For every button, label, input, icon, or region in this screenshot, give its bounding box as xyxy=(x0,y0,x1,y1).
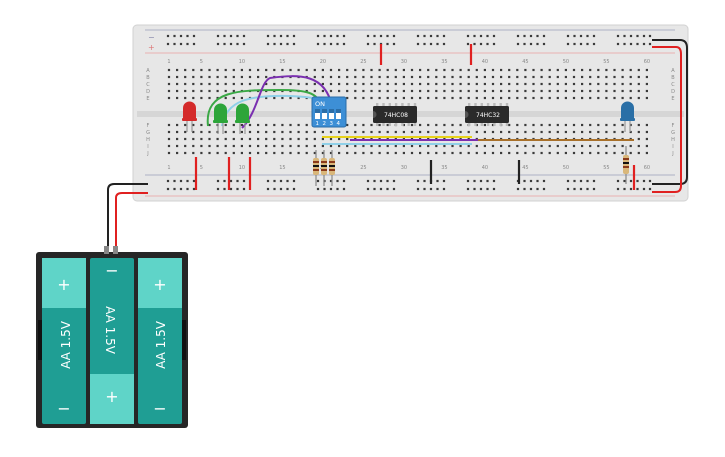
column-number: 30 xyxy=(401,59,407,65)
column-number: 15 xyxy=(279,59,285,65)
column-number: 50 xyxy=(563,165,569,171)
column-number: 45 xyxy=(522,165,528,171)
top-rail-plus-label: + xyxy=(148,43,155,52)
row-letter: B xyxy=(146,75,150,81)
row-letter: G xyxy=(146,130,150,136)
battery-pack: + − AA 1.5V − + AA 1.5V + − AA 1.5V xyxy=(36,246,188,428)
row-letter: A xyxy=(671,68,675,74)
row-letter: C xyxy=(146,82,150,88)
leds xyxy=(182,101,635,134)
dip-switch-number-2: 2 xyxy=(323,121,327,127)
chip-74hc32: 74HC32 xyxy=(465,103,509,126)
dip-toggle-2[interactable] xyxy=(322,109,327,119)
right-black-power-wire xyxy=(652,39,688,185)
dip-switch-number-3: 3 xyxy=(330,121,334,127)
column-number: 35 xyxy=(441,165,447,171)
battery-red-lead xyxy=(115,192,148,250)
row-letter: I xyxy=(147,144,148,150)
resistor-3 xyxy=(329,150,335,186)
battery-cell-3-bottom-sign: − xyxy=(153,399,166,418)
column-number: 30 xyxy=(401,165,407,171)
chip-74hc32-label: 74HC32 xyxy=(476,112,500,119)
battery-cell-3-label: AA 1.5V xyxy=(154,320,168,369)
column-number: 25 xyxy=(360,59,366,65)
battery-black-lead xyxy=(107,183,148,250)
battery-cell-1: + − AA 1.5V xyxy=(42,258,86,424)
row-letter: F xyxy=(147,123,150,129)
led-green-1 xyxy=(213,103,228,134)
column-number: 40 xyxy=(482,59,488,65)
dip-toggle-3[interactable] xyxy=(329,109,334,119)
row-letter: I xyxy=(672,144,673,150)
battery-cell-1-label: AA 1.5V xyxy=(59,320,73,369)
column-number: 35 xyxy=(441,59,447,65)
dip-switch-number-4: 4 xyxy=(337,121,341,127)
chip-74hc08: 74HC08 xyxy=(373,103,417,126)
row-letter: F xyxy=(672,123,675,129)
column-number: 60 xyxy=(644,59,650,65)
column-number: 1 xyxy=(167,165,170,171)
battery-cell-1-top-sign: + xyxy=(57,275,70,294)
column-number: 45 xyxy=(522,59,528,65)
row-letter: E xyxy=(671,96,674,102)
led-green-2 xyxy=(235,103,250,134)
battery-cell-1-bottom-sign: − xyxy=(57,399,70,418)
dip-toggle-4[interactable] xyxy=(336,109,341,119)
column-number: 20 xyxy=(320,59,326,65)
column-number: 25 xyxy=(360,165,366,171)
green-wire xyxy=(206,88,322,127)
battery-cell-2-bottom-sign: + xyxy=(105,387,118,406)
led-red xyxy=(182,101,197,132)
row-letter: J xyxy=(146,151,148,157)
column-number: 10 xyxy=(239,59,245,65)
battery-cell-2-label: AA 1.5V xyxy=(103,306,117,355)
row-letter: G xyxy=(671,130,675,136)
row-letter: H xyxy=(146,137,150,143)
resistor-4 xyxy=(623,146,629,184)
resistor-2 xyxy=(321,150,327,186)
dip-toggle-1[interactable] xyxy=(315,109,320,119)
resistors xyxy=(313,146,629,186)
column-number: 60 xyxy=(644,165,650,171)
column-number: 50 xyxy=(563,59,569,65)
row-letter: J xyxy=(671,151,673,157)
top-rail-minus-label: − xyxy=(148,33,155,42)
row-letter: A xyxy=(146,68,150,74)
battery-cell-2-top-sign: − xyxy=(105,261,118,280)
battery-cell-3: + − AA 1.5V xyxy=(138,258,182,424)
battery-cell-3-top-sign: + xyxy=(153,275,166,294)
column-number: 40 xyxy=(482,165,488,171)
row-letter: H xyxy=(671,137,675,143)
dip-switch-number-1: 1 xyxy=(316,121,320,127)
column-number: 1 xyxy=(167,59,170,65)
right-red-power-wire xyxy=(652,46,682,193)
column-number: 5 xyxy=(200,59,203,65)
row-letter: B xyxy=(671,75,675,81)
row-letter: C xyxy=(671,82,675,88)
column-number: 55 xyxy=(603,165,609,171)
chip-74hc08-label: 74HC08 xyxy=(384,112,408,119)
dip-switch-on-label: ON xyxy=(315,100,325,108)
signal-wires xyxy=(322,136,634,145)
resistor-1 xyxy=(313,150,319,186)
row-letter: D xyxy=(671,89,675,95)
row-letter: D xyxy=(146,89,150,95)
column-number: 10 xyxy=(239,165,245,171)
purple-wire-top xyxy=(241,75,333,129)
jumper-wires xyxy=(194,44,636,190)
row-letter: E xyxy=(146,96,149,102)
led-blue xyxy=(620,101,635,132)
column-number: 55 xyxy=(603,59,609,65)
battery-cell-2: − + AA 1.5V xyxy=(90,258,134,424)
column-number: 15 xyxy=(279,165,285,171)
column-number: 5 xyxy=(200,165,203,171)
dip-switch[interactable]: ON 1 2 3 4 xyxy=(311,96,347,128)
